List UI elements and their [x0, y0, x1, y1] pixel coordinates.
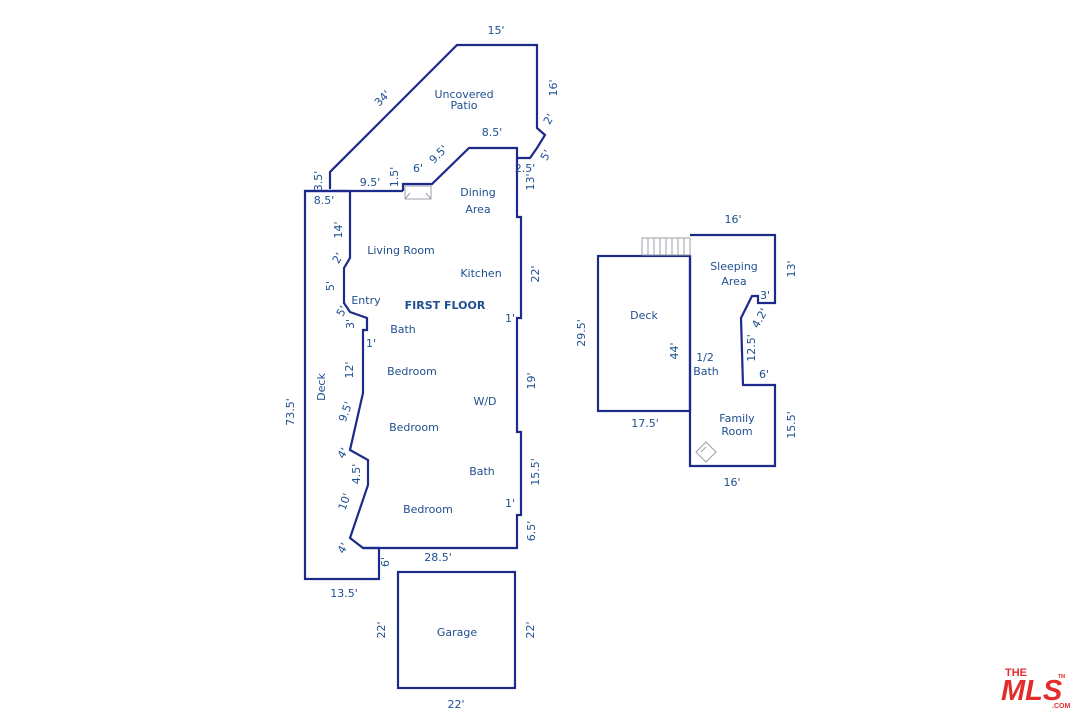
room-label-room: Room: [721, 425, 752, 438]
room-label-sleeping: Sleeping: [710, 260, 758, 273]
dimension-label: 15': [487, 24, 504, 37]
dimension-label: 12': [343, 361, 356, 378]
dimension-label: 28.5': [424, 551, 452, 564]
logo-tm: TM: [1058, 674, 1065, 680]
dimension-label: 13.5': [330, 587, 358, 600]
room-label-deck: Deck: [630, 309, 658, 322]
dimension-label: 9.5': [360, 176, 381, 189]
dimension-label: 4.5': [350, 464, 363, 485]
dimension-label: 1': [505, 497, 515, 510]
room-label-kitchen: Kitchen: [460, 267, 501, 280]
dimension-label: 16': [547, 79, 560, 96]
dimension-label: 2': [541, 112, 557, 127]
fireplace-line: [404, 192, 411, 200]
dimension-label: 19': [525, 372, 538, 389]
dimension-label: 22': [447, 698, 464, 711]
dimension-label: 5': [538, 148, 554, 163]
room-label-area: Area: [721, 275, 746, 288]
dimension-label: 22': [524, 621, 537, 638]
logo-mls: MLS: [1001, 675, 1063, 707]
fireplace-line: [425, 192, 432, 200]
dimension-label: 73.5': [284, 398, 297, 426]
dimension-label: 4': [335, 541, 351, 556]
room-label-bedroom: Bedroom: [387, 365, 437, 378]
dimension-label: 3': [344, 319, 357, 329]
dimension-label: 5': [334, 304, 350, 319]
room-label-garage: Garage: [437, 626, 478, 639]
dimension-label: 6.5': [525, 521, 538, 542]
dimension-label: 34': [372, 88, 393, 109]
dimension-label: 6': [413, 162, 423, 175]
garage-outline: [396, 570, 517, 690]
room-label-entry: Entry: [351, 294, 381, 307]
dimension-label: 22': [375, 621, 388, 638]
dimension-label: 16': [723, 476, 740, 489]
room-label-dining: Dining: [460, 186, 496, 199]
dimension-label: 5': [324, 281, 337, 291]
dimension-label: 9.5': [427, 143, 451, 167]
dimension-label: 16': [724, 213, 741, 226]
dimension-label: 14': [332, 221, 345, 238]
dimension-label: 13': [785, 260, 798, 277]
dimension-label: 6': [759, 368, 769, 381]
dimension-label: 44': [668, 342, 681, 359]
second-unit-outline: [688, 233, 777, 468]
dimension-label: 10': [336, 492, 354, 512]
room-label-bath: Bath: [390, 323, 416, 336]
dimension-label: 22': [529, 265, 542, 282]
room-label-bath: Bath: [469, 465, 495, 478]
room-label-living-room: Living Room: [367, 244, 435, 257]
fireplace-fixture: [404, 185, 432, 200]
dimension-label: 4': [335, 446, 351, 461]
room-label-half: 1/2: [696, 351, 714, 364]
room-label-patio: Patio: [451, 99, 478, 112]
dimension-label: 17.5': [631, 417, 659, 430]
room-label-uncovered: Uncovered: [434, 88, 493, 101]
dimension-label: 15.5': [529, 458, 542, 486]
floor-title: FIRST FLOOR: [405, 299, 486, 312]
family-room-fireplace: [695, 441, 717, 463]
dimension-label: 12.5': [745, 334, 758, 362]
dimension-label: 15.5': [785, 411, 798, 439]
room-label-bedroom: Bedroom: [403, 503, 453, 516]
dimension-label: 9.5': [336, 400, 355, 424]
logo-the: THE: [1005, 667, 1027, 679]
logo-com: .COM: [1052, 703, 1070, 710]
dimension-label: 29.5': [575, 319, 588, 347]
room-label-deck: Deck: [315, 373, 328, 401]
room-label-family: Family: [719, 412, 755, 425]
dimension-label: 4.2': [749, 306, 771, 330]
dimension-label: 3.5': [312, 171, 325, 192]
deck-outline: [303, 189, 381, 581]
dimension-label: 2.5': [515, 162, 536, 175]
dimension-label: 13': [524, 173, 537, 190]
stairs-fixture: [641, 237, 691, 256]
second-deck-outline: [596, 254, 692, 413]
dimension-label: 8.5': [482, 126, 503, 139]
dimension-label: 1.5': [388, 167, 401, 188]
dimension-label: 3': [760, 289, 770, 302]
dimension-label: 1': [505, 312, 515, 325]
room-label-bedroom: Bedroom: [389, 421, 439, 434]
main-house-outline: [342, 146, 523, 550]
dimension-label: 6': [379, 557, 392, 567]
dimension-label: 8.5': [314, 194, 335, 207]
mls-logo: THE MLS TM .COM: [1001, 667, 1070, 710]
patio-outline: [328, 43, 547, 189]
room-label-area: Area: [465, 203, 490, 216]
dimension-label: 1': [366, 337, 376, 350]
room-label-wd: W/D: [473, 395, 496, 408]
dimension-label: 2': [330, 251, 346, 266]
room-label-bath: Bath: [693, 365, 719, 378]
